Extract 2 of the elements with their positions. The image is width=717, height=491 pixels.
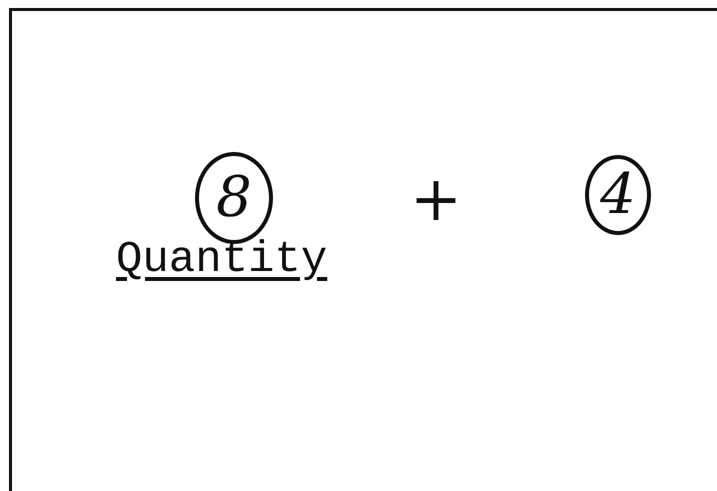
plus-sign: + [410,168,462,230]
circled-number: 4 [585,155,651,235]
